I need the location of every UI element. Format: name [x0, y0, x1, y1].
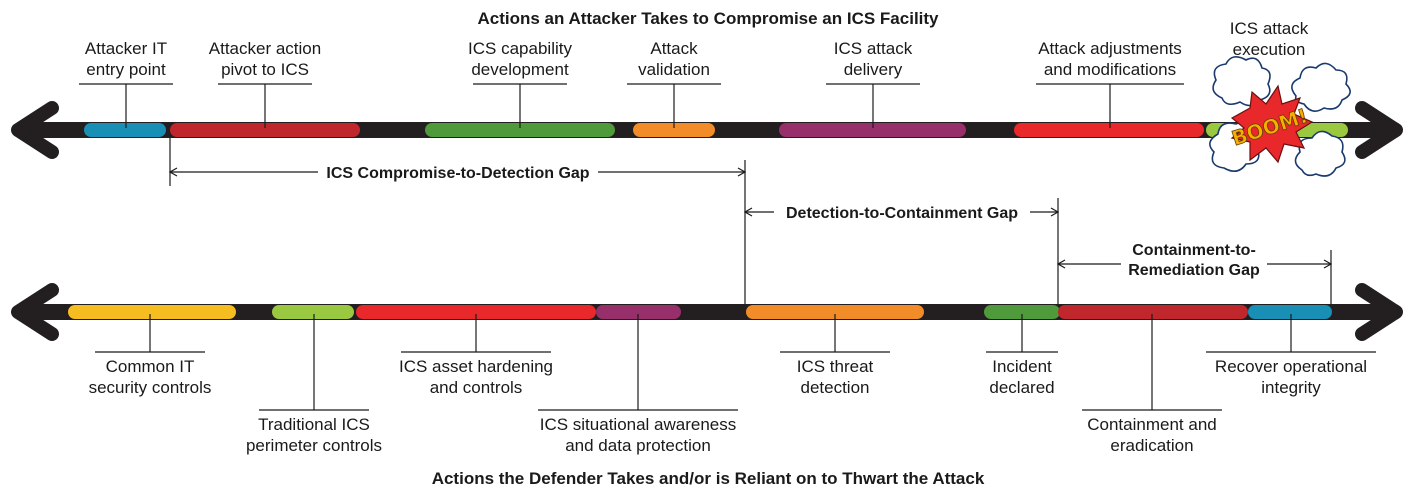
defender-stage-label-line: integrity — [1261, 378, 1321, 397]
arrowhead-icon — [737, 167, 747, 177]
attacker-stage-label-line: delivery — [844, 60, 903, 79]
defender-stage-label: ICS threat detection — [797, 357, 874, 397]
defender-stage-label-line: ICS asset hardening — [399, 357, 553, 376]
defender-stage-label-line: declared — [989, 378, 1054, 397]
arrow-left-icon — [11, 283, 59, 341]
attacker-stage-label: ICS capability development — [468, 39, 572, 79]
gap-label: Containment-to- Remediation Gap — [1128, 242, 1260, 279]
defender-stage-label-line: eradication — [1110, 436, 1193, 455]
attacker-stage-label-line: Attacker action — [209, 39, 321, 58]
arrow-right-icon — [1355, 101, 1403, 159]
defender-stage-label-line: perimeter controls — [246, 436, 382, 455]
attacker-stage-label-line: ICS attack — [834, 39, 913, 58]
gap-label-line: Containment-to- — [1132, 242, 1256, 259]
attacker-stage-label-line: ICS attack — [1230, 19, 1309, 38]
attacker-stage-label-line: entry point — [86, 60, 166, 79]
attacker-stage-label-line: pivot to ICS — [221, 60, 309, 79]
defender-title: Actions the Defender Takes and/or is Rel… — [432, 469, 985, 488]
defender-stage-label-line: Containment and — [1087, 415, 1216, 434]
attacker-stage-label-line: ICS capability — [468, 39, 572, 58]
defender-stage-label-line: ICS threat — [797, 357, 874, 376]
gap-label-bg — [774, 201, 1030, 223]
attacker-stage-label-line: Attack adjustments — [1038, 39, 1182, 58]
arrowhead-icon — [1056, 259, 1066, 269]
gap-label-bg — [1121, 235, 1267, 283]
defender-stage-label: Containment and eradication — [1087, 415, 1216, 455]
defender-stage-label-line: and data protection — [565, 436, 711, 455]
arrowhead-icon — [743, 207, 753, 217]
defender-stage-label: Incident declared — [989, 357, 1054, 397]
attacker-stage-label-line: Attack — [650, 39, 698, 58]
defender-stage-label: Traditional ICS perimeter controls — [246, 415, 382, 455]
defender-stage-label-line: Common IT — [106, 357, 195, 376]
defender-stage-label-line: security controls — [89, 378, 212, 397]
defender-stage-label-line: ICS situational awareness — [540, 415, 737, 434]
boom-burst-icon: BOOM! — [1209, 56, 1351, 177]
defender-stage-label: Recover operational integrity — [1215, 357, 1367, 397]
gap-label-line: Remediation Gap — [1128, 262, 1260, 279]
gap-label-line: ICS Compromise-to-Detection Gap — [326, 165, 589, 182]
attacker-stage-label: Attacker action pivot to ICS — [209, 39, 321, 79]
defender-stage-label: ICS asset hardening and controls — [399, 357, 553, 397]
arrow-left-icon — [11, 101, 59, 159]
arrowhead-icon — [1050, 207, 1060, 217]
arrowhead-icon — [168, 167, 178, 177]
defender-stage-label-line: Incident — [992, 357, 1052, 376]
attacker-stage-label: Attack validation — [638, 39, 710, 79]
defender-stage-label: Common IT security controls — [89, 357, 212, 397]
arrowhead-icon — [1323, 259, 1333, 269]
defender-stage-label-line: detection — [801, 378, 870, 397]
defender-stage-label-line: Traditional ICS — [258, 415, 370, 434]
attacker-stage-label-line: validation — [638, 60, 710, 79]
attacker-stage-label: Attack adjustments and modifications — [1038, 39, 1182, 79]
gap-label-bg — [318, 161, 598, 183]
attacker-stage-label: ICS attack execution — [1230, 19, 1309, 59]
attacker-stage-label-line: and modifications — [1044, 60, 1176, 79]
gap-label-line: Detection-to-Containment Gap — [786, 205, 1018, 222]
attacker-stage-label: ICS attack delivery — [834, 39, 913, 79]
gap-indicators: ICS Compromise-to-Detection GapDetection… — [168, 138, 1333, 304]
defender-stage-label-line: and controls — [430, 378, 523, 397]
defender-stage-label-line: Recover operational — [1215, 357, 1367, 376]
attacker-timeline: Attacker IT entry point Attacker action piv… — [11, 19, 1403, 159]
defender-stage-label: ICS situational awareness and data protec… — [540, 415, 737, 455]
attacker-title: Actions an Attacker Takes to Compromise … — [477, 9, 939, 28]
attacker-stage-label-line: Attacker IT — [85, 39, 167, 58]
attacker-stage-label: Attacker IT entry point — [85, 39, 167, 79]
attacker-stage-label-line: execution — [1233, 40, 1306, 59]
gap-label: ICS Compromise-to-Detection Gap — [326, 165, 589, 182]
gap-label: Detection-to-Containment Gap — [786, 205, 1018, 222]
arrow-right-icon — [1355, 283, 1403, 341]
attacker-stage-label-line: development — [471, 60, 569, 79]
